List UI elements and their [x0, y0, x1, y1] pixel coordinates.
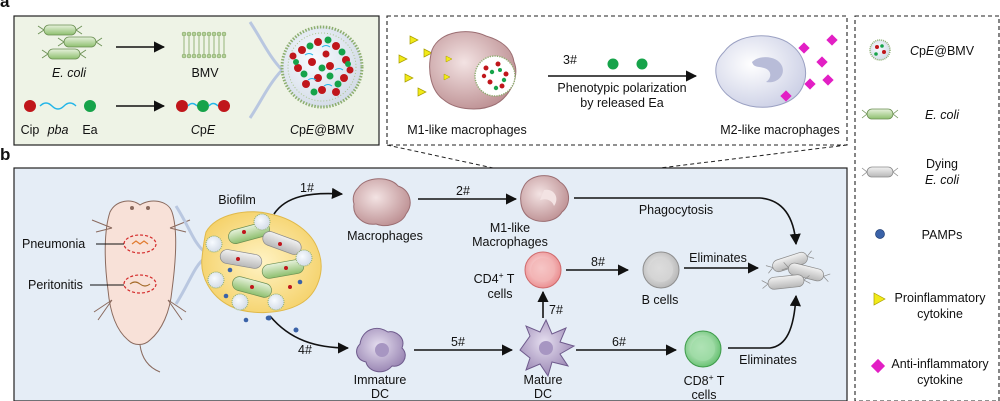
- m1-macrophages-label: M1-like macrophages: [407, 123, 527, 137]
- pba-label: pba: [47, 123, 69, 137]
- legend-proinf-line-1: Proinflammatory: [895, 291, 987, 305]
- step5-label: 5#: [451, 335, 465, 349]
- cd8-nucleus-icon: [691, 337, 715, 361]
- legend-dying-line-2: E. coli: [925, 173, 960, 187]
- bmv-label: BMV: [191, 66, 219, 80]
- mature-dc-line-1: Mature: [524, 373, 563, 387]
- eliminates-1-label: Eliminates: [689, 251, 747, 265]
- m1-macrophage-b-icon: [520, 175, 569, 222]
- biofilm-label: Biofilm: [218, 193, 256, 207]
- legend-antiinflammatory-icon: [870, 358, 886, 374]
- legend-pamps-icon: [875, 229, 885, 239]
- cpe-bmv-particle-icon: [280, 25, 364, 109]
- eliminates-2-label: Eliminates: [739, 353, 797, 367]
- cpe-conjugate-icon: [176, 100, 230, 112]
- step8-label: 8#: [591, 255, 605, 269]
- legend-antiinf-line-2: cytokine: [917, 373, 963, 387]
- cd8-label-line-1: CD8+ T: [684, 372, 725, 388]
- legend-dying-line-1: Dying: [926, 157, 958, 171]
- step4-label: 4#: [298, 343, 312, 357]
- legend-cpe-bmv-icon: [869, 39, 891, 61]
- cd4-label-line-2: cells: [487, 287, 512, 301]
- cd4-nucleus-icon: [531, 258, 555, 282]
- released-ea-dot-2: [636, 58, 648, 70]
- phagocytosis-label: Phagocytosis: [639, 203, 713, 217]
- polarization-line-1: Phenotypic polarization: [557, 81, 686, 95]
- m2-macrophages-label: M2-like macrophages: [720, 123, 840, 137]
- pneumonia-label: Pneumonia: [22, 237, 85, 251]
- ecoli-group-icon: [37, 24, 103, 60]
- immature-dc-icon: [356, 328, 406, 373]
- m2-macrophage-icon: [715, 35, 806, 108]
- polarization-line-2: by released Ea: [580, 96, 663, 110]
- legend-pamps-label: PAMPs: [922, 228, 963, 242]
- arrow-biofilm-to-immature-dc: [269, 315, 350, 354]
- pamps-dot-1: [266, 315, 272, 321]
- cd8-label-line-2: cells: [691, 388, 716, 401]
- cd4-label-line-1: CD4+ T: [474, 270, 515, 286]
- panel-b-letter: b: [0, 145, 10, 164]
- mature-dc-line-2: DC: [534, 387, 552, 401]
- ea-molecule-icon: [84, 100, 96, 112]
- arrow-phagocytosis: [574, 197, 801, 246]
- step7-label: 7#: [549, 303, 563, 317]
- cpe-bmv-label: CpE@BMV: [290, 123, 355, 137]
- cip-molecule-icon: [24, 100, 36, 112]
- pba-linker-icon: [39, 102, 77, 110]
- m1-macrophage-icon: [429, 31, 517, 110]
- legend-ecoli-label: E. coli: [925, 108, 960, 122]
- immature-dc-line-2: DC: [371, 387, 389, 401]
- m1-b-line-1: M1-like: [490, 221, 530, 235]
- pamps-dot-2: [293, 327, 299, 333]
- convergence-curve-top: [248, 21, 284, 72]
- step6-label: 6#: [612, 335, 626, 349]
- arrow-cd8-eliminate: [728, 294, 801, 349]
- legend-antiinf-line-1: Anti-inflammatory: [891, 357, 989, 371]
- mature-dc-icon: [519, 318, 576, 378]
- step3-label: 3#: [563, 53, 577, 67]
- convergence-curve-bottom: [248, 68, 284, 119]
- step2-label: 2#: [456, 184, 470, 198]
- immature-dc-line-1: Immature: [354, 373, 407, 387]
- panel-a-letter: a: [0, 0, 10, 11]
- ea-label: Ea: [82, 123, 97, 137]
- m1-b-line-2: Macrophages: [472, 235, 548, 249]
- dying-bacteria-cluster-icon: [761, 250, 831, 290]
- legend-dying-ecoli-icon: [861, 166, 899, 178]
- macrophages-label: Macrophages: [347, 229, 423, 243]
- legend-cpe-bmv-label: CpE@BMV: [910, 44, 975, 58]
- bmv-membrane-icon: [181, 31, 227, 59]
- proinflammatory-cytokines-icon: [398, 35, 433, 97]
- legend-proinf-line-2: cytokine: [917, 307, 963, 321]
- step1-label: 1#: [300, 181, 314, 195]
- legend-ecoli-icon: [861, 108, 899, 120]
- macrophage-icon: [352, 178, 411, 227]
- legend-proinflammatory-icon: [873, 292, 886, 306]
- mouse-icon: [91, 200, 191, 373]
- b-cells-label: B cells: [642, 293, 679, 307]
- peritonitis-label: Peritonitis: [28, 278, 83, 292]
- b-cell-nucleus-icon: [649, 258, 673, 282]
- biofilm-icon: [201, 211, 322, 323]
- cpe-label: CpE: [191, 123, 216, 137]
- arrow-biofilm-to-macrophages: [273, 187, 344, 215]
- ecoli-label: E. coli: [52, 66, 87, 80]
- legend-box: [854, 15, 1000, 401]
- released-ea-dot-1: [607, 58, 619, 70]
- cip-label: Cip: [21, 123, 40, 137]
